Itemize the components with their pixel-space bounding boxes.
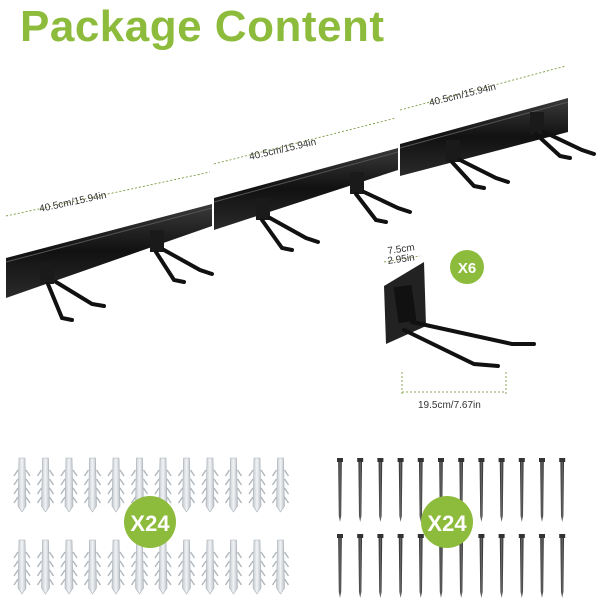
screw bbox=[539, 534, 545, 598]
rail-3 bbox=[400, 98, 568, 176]
screw bbox=[417, 534, 424, 598]
wall-anchor bbox=[13, 457, 31, 513]
anchors-qty-badge: X24 bbox=[124, 496, 176, 548]
wall-anchor bbox=[60, 457, 78, 513]
wall-anchor bbox=[248, 539, 266, 595]
rail-hooks bbox=[40, 112, 596, 322]
hook-icon bbox=[384, 262, 536, 368]
wall-anchor bbox=[271, 457, 290, 513]
hook-width-cm: 7.5cm bbox=[387, 242, 416, 257]
rail-2-length: 40.5cm/15.94in bbox=[248, 137, 317, 163]
screw bbox=[397, 458, 404, 522]
page-title: Package Content bbox=[20, 2, 385, 51]
screw bbox=[357, 534, 364, 598]
wall-anchor bbox=[177, 539, 196, 595]
wall-anchor bbox=[201, 457, 219, 513]
wall-anchor bbox=[107, 457, 125, 513]
screw bbox=[498, 458, 505, 522]
screw bbox=[397, 534, 404, 598]
screw bbox=[357, 458, 364, 522]
wall-anchor bbox=[201, 539, 219, 595]
hooks-qty-badge: X6 bbox=[450, 250, 484, 284]
wall-anchor bbox=[36, 539, 55, 595]
screw bbox=[539, 458, 545, 522]
screw bbox=[478, 458, 485, 522]
anchors-qty: X24 bbox=[130, 511, 170, 536]
screw bbox=[518, 534, 525, 598]
hooks-qty: X6 bbox=[458, 260, 476, 277]
wall-anchor bbox=[224, 457, 243, 513]
rail-2 bbox=[214, 148, 398, 230]
wall-anchor bbox=[177, 457, 196, 513]
screw bbox=[518, 458, 525, 522]
screw-icon bbox=[337, 458, 566, 598]
screw bbox=[478, 534, 485, 598]
wall-anchor bbox=[248, 457, 266, 513]
screw bbox=[498, 534, 505, 598]
rail-1 bbox=[6, 204, 212, 298]
wall-anchor bbox=[13, 539, 31, 595]
screw bbox=[377, 458, 384, 522]
hook-length: 19.5cm/7.67in bbox=[418, 400, 481, 411]
wall-anchor bbox=[60, 539, 78, 595]
screw bbox=[337, 534, 343, 598]
wall-anchor bbox=[154, 539, 172, 595]
wall-anchor bbox=[107, 539, 125, 595]
screw bbox=[559, 458, 566, 522]
screw bbox=[559, 534, 566, 598]
wall-anchor bbox=[83, 539, 102, 595]
screws-qty-badge: X24 bbox=[421, 496, 473, 548]
wall-anchor bbox=[271, 539, 290, 595]
rail-3-length: 40.5cm/15.94in bbox=[428, 82, 497, 109]
wall-anchor bbox=[130, 539, 149, 595]
hook-width-in: 2.95in bbox=[387, 252, 416, 267]
wall-anchor-icon bbox=[13, 457, 290, 595]
screw bbox=[417, 458, 424, 522]
wall-anchor bbox=[224, 539, 243, 595]
screws-qty: X24 bbox=[427, 511, 467, 536]
screw bbox=[377, 534, 384, 598]
wall-anchor bbox=[83, 457, 102, 513]
screw bbox=[337, 458, 343, 522]
wall-anchor bbox=[36, 457, 55, 513]
rail-1-length: 40.5cm/15.94in bbox=[38, 190, 107, 215]
